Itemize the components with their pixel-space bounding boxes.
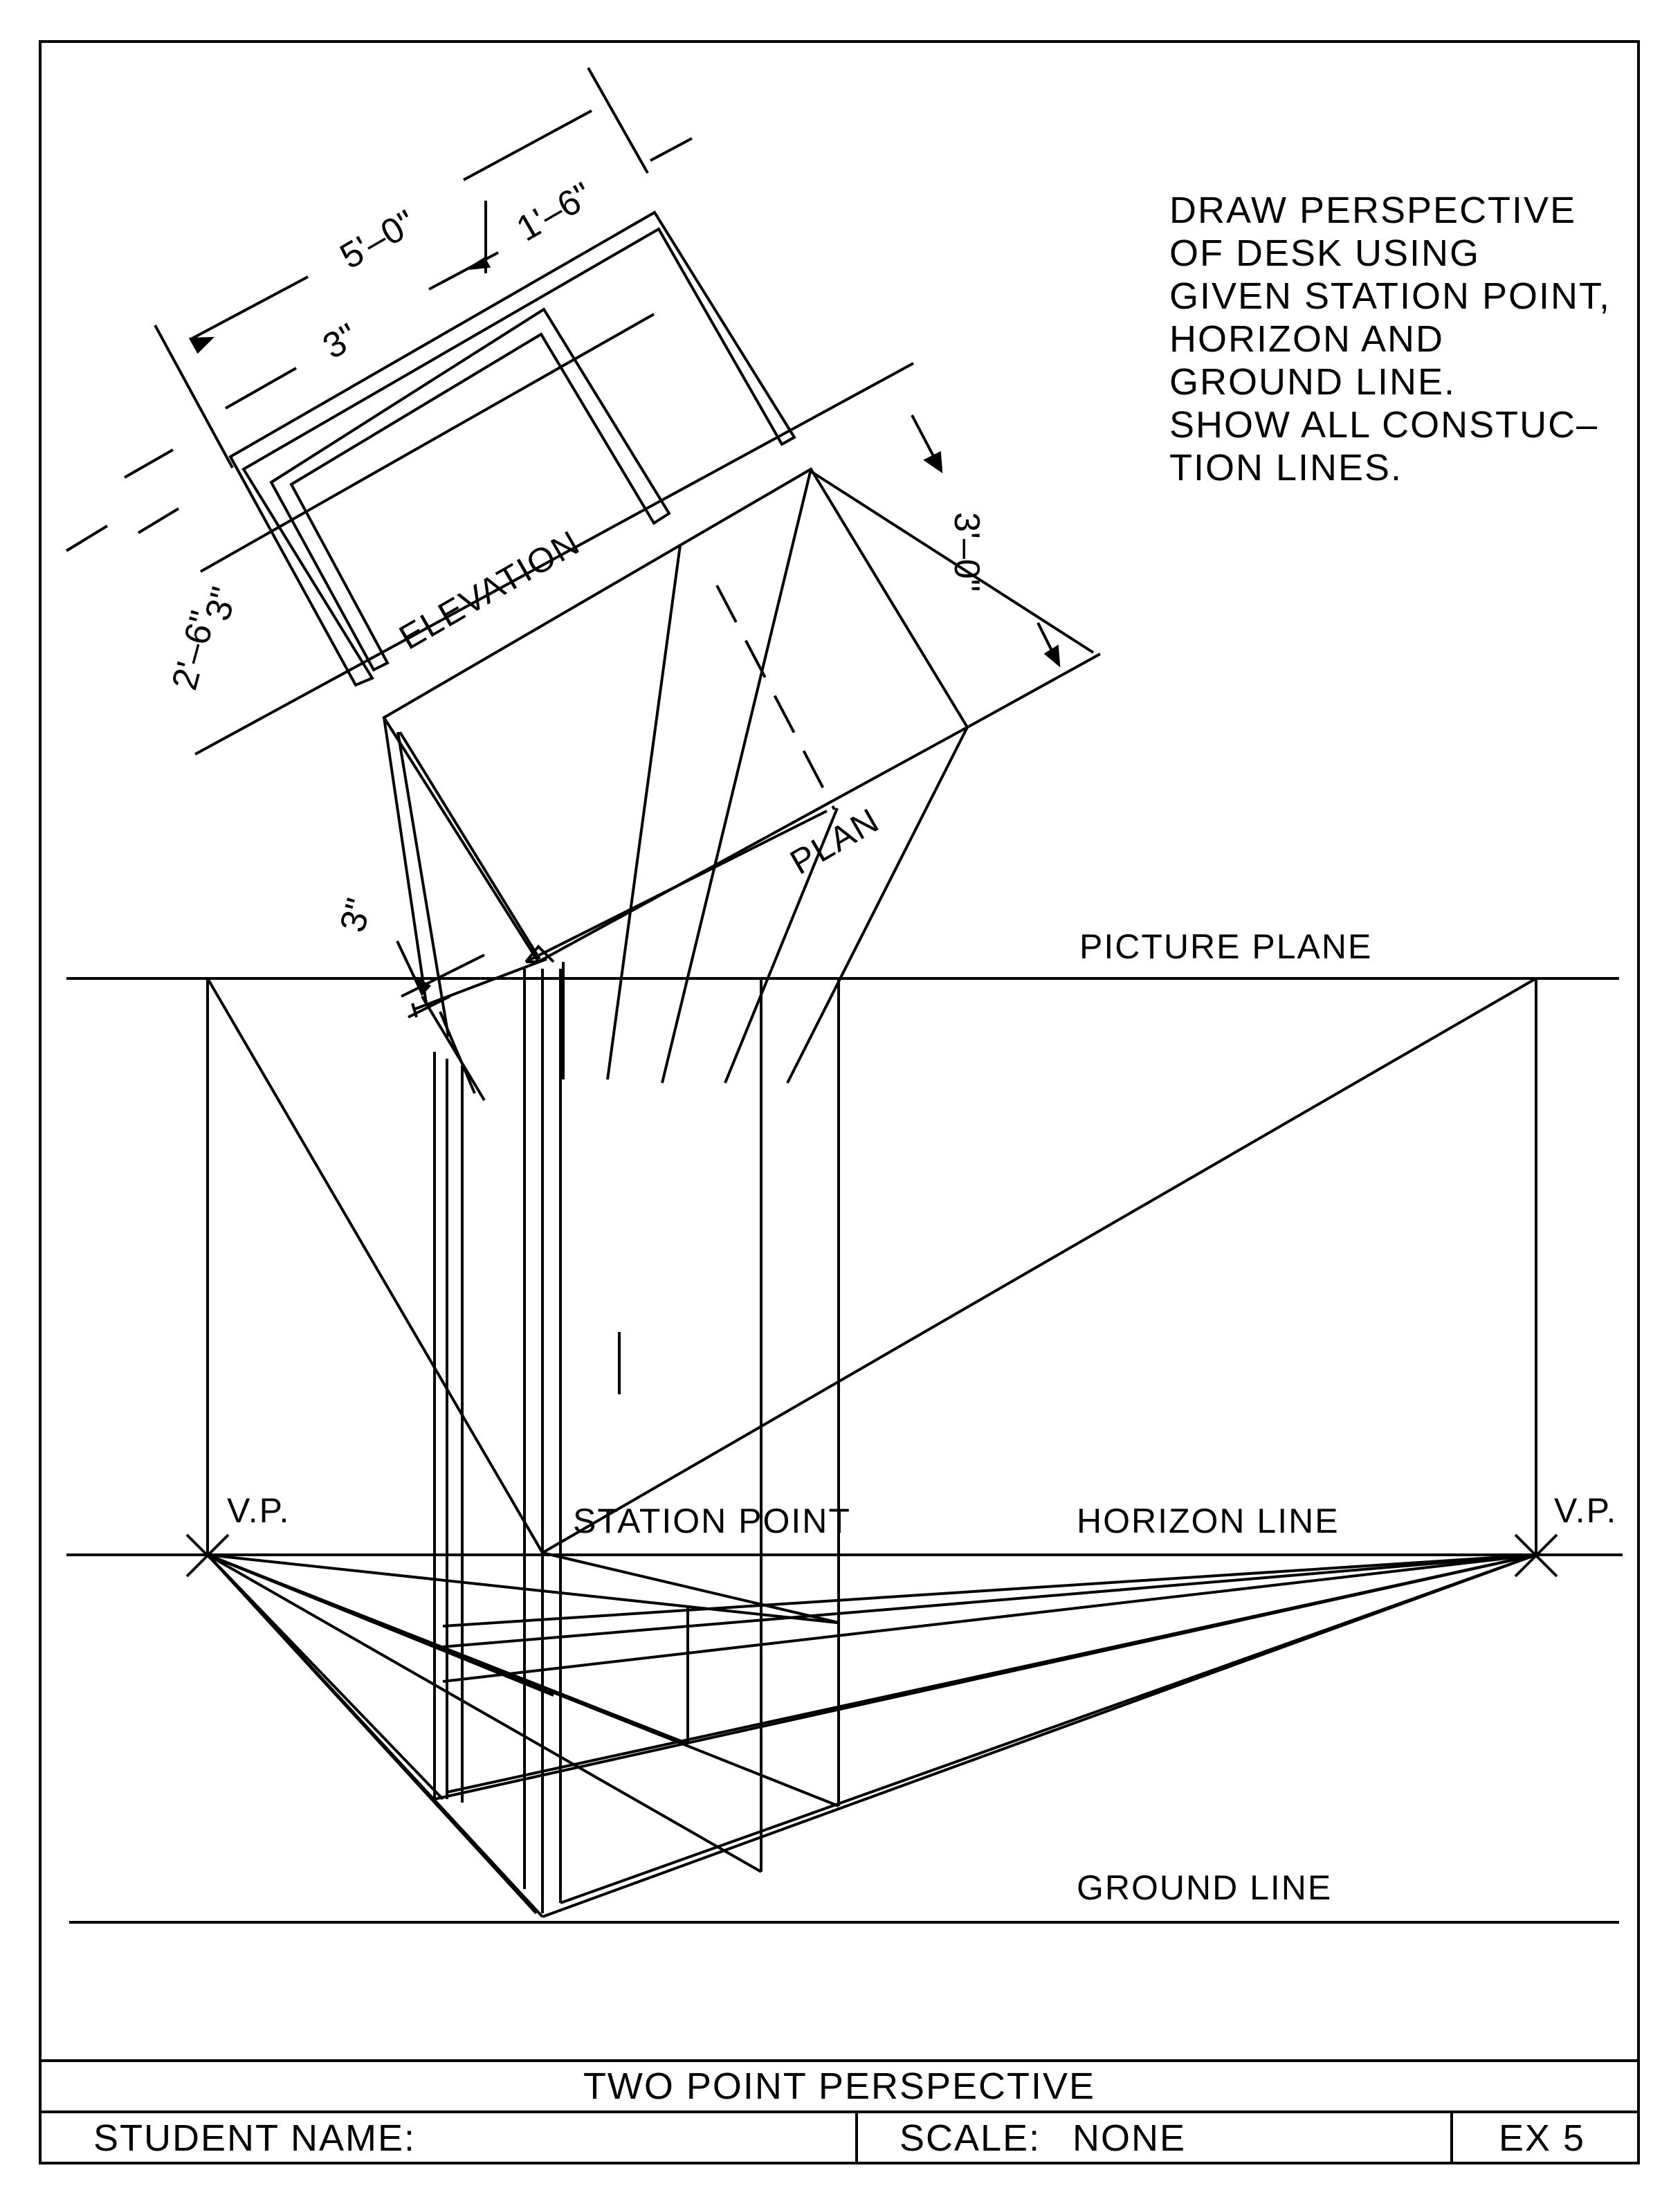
elevation-label: ELEVATION bbox=[393, 522, 587, 657]
svg-text:GIVEN STATION POINT,: GIVEN STATION POINT, bbox=[1169, 275, 1611, 317]
dimension-drawer-width: 1'–6" bbox=[510, 175, 599, 250]
station-point-lines bbox=[206, 969, 1537, 1555]
picture-plane-label: PICTURE PLANE bbox=[1079, 927, 1372, 966]
sheet-border bbox=[39, 40, 1640, 2164]
desk-plan bbox=[382, 467, 969, 1102]
svg-text:OF DESK USING: OF DESK USING bbox=[1169, 233, 1480, 274]
student-name-label: STUDENT NAME: bbox=[93, 2117, 416, 2159]
desk-elevation bbox=[194, 210, 1095, 756]
dimension-plan-leg: 3" bbox=[333, 894, 380, 936]
exercise-number: EX 5 bbox=[1499, 2117, 1585, 2159]
scale-value: NONE bbox=[1072, 2117, 1186, 2159]
dimension-lines bbox=[65, 67, 1101, 1019]
station-point-label: STATION POINT bbox=[573, 1502, 851, 1540]
reference-lines bbox=[66, 977, 1623, 1924]
dimension-depth: 3'–0" bbox=[947, 512, 987, 592]
vanishing-point-left-label: V.P. bbox=[227, 1491, 290, 1530]
scale-label: SCALE: bbox=[900, 2117, 1041, 2159]
svg-text:GROUND LINE.: GROUND LINE. bbox=[1169, 361, 1456, 403]
svg-text:HORIZON AND: HORIZON AND bbox=[1169, 318, 1444, 360]
ground-line-label: GROUND LINE bbox=[1077, 1868, 1332, 1907]
vanishing-point-right-label: V.P. bbox=[1554, 1491, 1617, 1530]
instructions-note: DRAW PERSPECTIVE OF DESK USING GIVEN STA… bbox=[1169, 190, 1611, 489]
horizon-line-label: HORIZON LINE bbox=[1077, 1502, 1340, 1540]
dimension-overall-width: 5'–0" bbox=[334, 203, 423, 277]
perspective-construction bbox=[206, 969, 1537, 1918]
title-block-title: TWO POINT PERSPECTIVE bbox=[583, 2066, 1095, 2107]
svg-text:TION LINES.: TION LINES. bbox=[1169, 447, 1403, 489]
dimension-leg-width: 3" bbox=[316, 316, 365, 367]
svg-text:SHOW ALL CONSTUC–: SHOW ALL CONSTUC– bbox=[1169, 404, 1598, 446]
svg-text:DRAW PERSPECTIVE: DRAW PERSPECTIVE bbox=[1169, 190, 1576, 231]
